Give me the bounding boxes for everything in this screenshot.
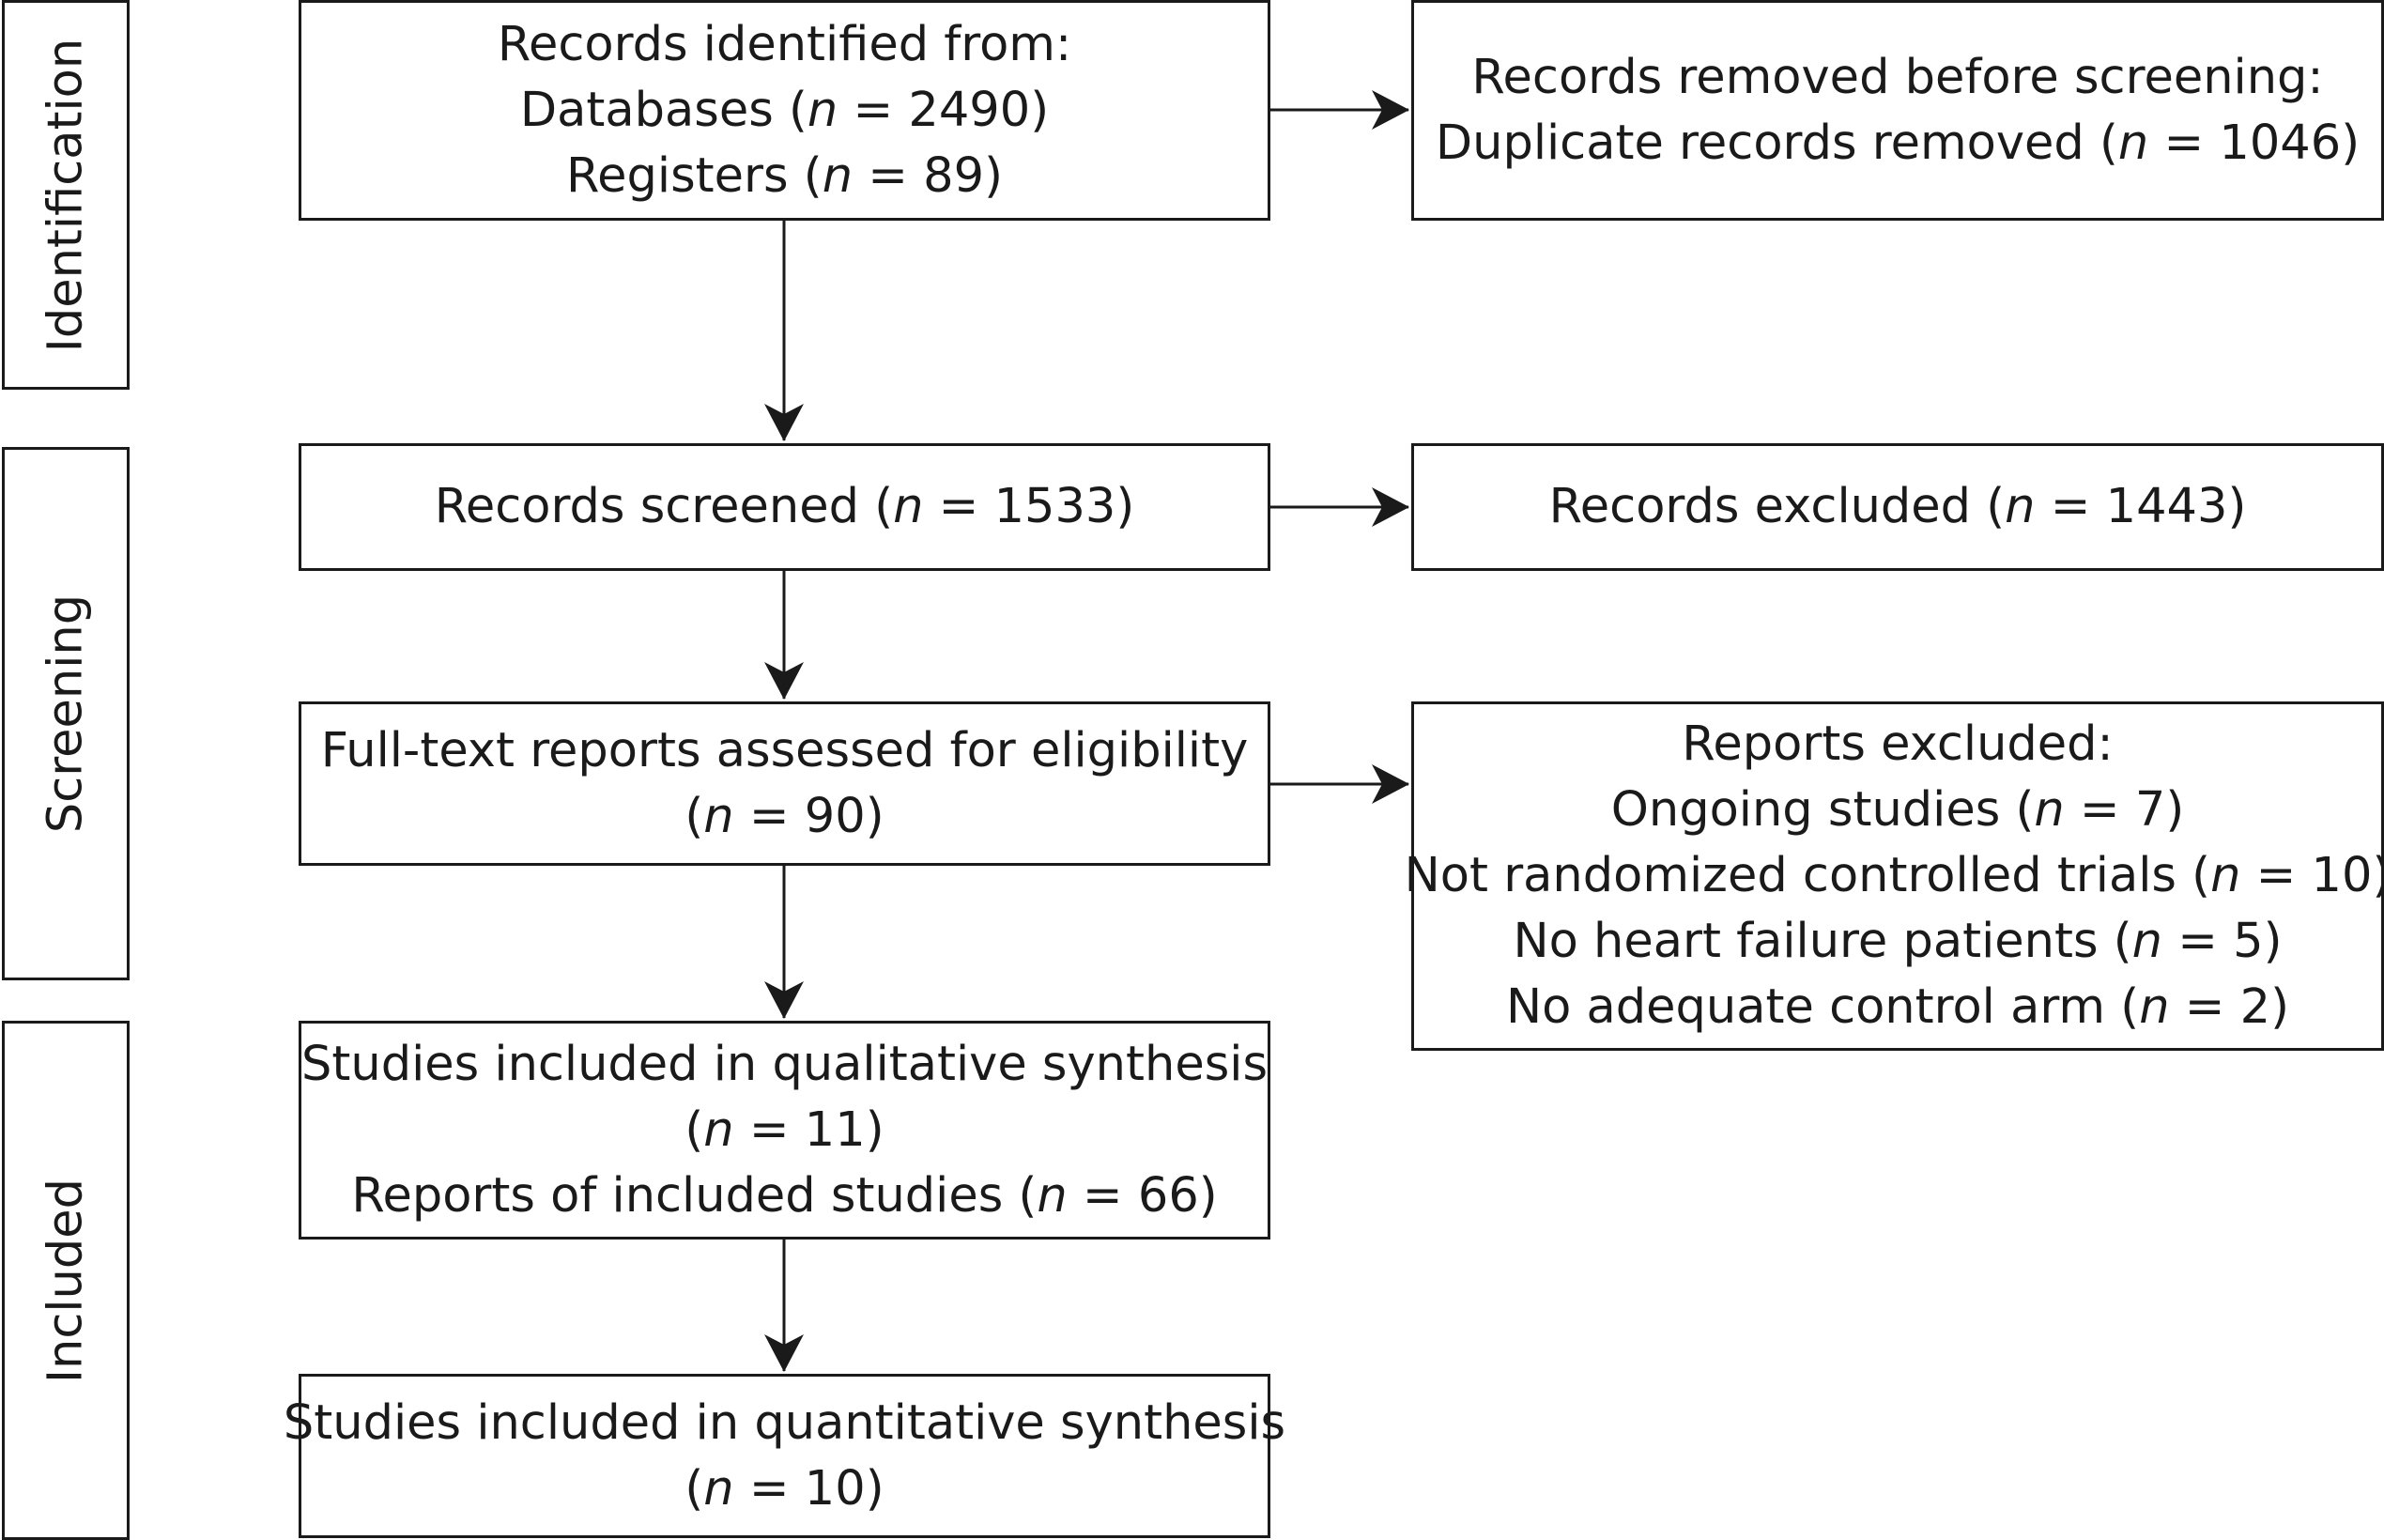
count-label: Reports of included studies — [351, 1167, 1019, 1224]
count-number: 2 — [2239, 979, 2271, 1035]
box-title: Studies included in qualitative synthesi… — [301, 1036, 1269, 1092]
count-label: Databases — [519, 82, 790, 138]
count-value: (n = 1046) — [2099, 115, 2361, 171]
count-value: (n = 2490) — [789, 82, 1050, 138]
box-count-line: No heart failure patients (n = 5) — [1513, 909, 2282, 975]
box-count-line: (n = 10) — [684, 1456, 884, 1522]
count-label: Records screened — [434, 479, 875, 534]
count-number: 2490 — [908, 82, 1031, 138]
records-excluded-box: Records excluded (n = 1443) — [1411, 443, 2384, 571]
count-label: Registers — [566, 147, 804, 204]
count-label: No heart failure patients — [1513, 914, 2114, 969]
box-title: Full-text reports assessed for eligibili… — [320, 722, 1249, 778]
count-value: (n = 1443) — [1986, 479, 2247, 534]
quantitative-synthesis-box: Studies included in quantitative synthes… — [284, 1374, 1285, 1538]
box-title: Records removed before screening: — [1471, 49, 2324, 105]
stage-included: Included — [2, 1021, 130, 1540]
count-value: (n = 7) — [2015, 782, 2185, 838]
arrowhead-down-3 — [764, 981, 804, 1019]
arrowhead-right-1 — [1372, 90, 1409, 130]
count-value: (n = 1533) — [874, 479, 1135, 534]
box-count-line: Reports of included studies (n = 66) — [351, 1163, 1217, 1229]
box-title: Reports excluded: — [1682, 716, 2114, 772]
count-number: 89 — [923, 147, 985, 204]
count-value: (n = 90) — [684, 788, 884, 844]
count-value: (n = 5) — [2113, 914, 2283, 969]
count-label: Ongoing studies — [1610, 782, 2016, 838]
count-number: 66 — [1137, 1167, 1199, 1224]
box-title: Studies included in quantitative synthes… — [283, 1394, 1286, 1451]
records-removed-box: Records removed before screening: Duplica… — [1411, 0, 2384, 221]
box-count-line: Records screened (n = 1533) — [435, 474, 1135, 540]
count-value: (n = 66) — [1018, 1167, 1218, 1224]
box-title: Records identified from: — [497, 16, 1072, 72]
count-label: Duplicate records removed — [1435, 115, 2100, 171]
box-count-line: Registers (n = 89) — [566, 144, 1003, 209]
reports-assessed-box: Full-text reports assessed for eligibili… — [299, 701, 1270, 866]
count-number: 1443 — [2105, 479, 2228, 534]
count-number: 10 — [804, 1460, 866, 1517]
box-count-line: Records excluded (n = 1443) — [1549, 474, 2247, 540]
count-value: (n = 2) — [2120, 979, 2290, 1035]
arrowhead-down-4 — [764, 1334, 804, 1372]
count-number: 5 — [2233, 914, 2264, 969]
count-number: 1046 — [2219, 115, 2342, 171]
count-value: (n = 10) — [684, 1460, 884, 1517]
count-number: 10 — [2311, 848, 2373, 903]
box-count-line: Databases (n = 2490) — [520, 78, 1049, 144]
count-number: 1533 — [993, 479, 1116, 534]
arrowhead-right-3 — [1372, 764, 1409, 804]
arrowhead-down-2 — [764, 662, 804, 700]
qualitative-synthesis-box: Studies included in qualitative synthesi… — [299, 1021, 1270, 1240]
box-count-line: (n = 90) — [684, 784, 884, 850]
count-label: No adequate control arm — [1505, 979, 2121, 1035]
box-count-line: No adequate control arm (n = 2) — [1506, 975, 2289, 1040]
count-value: (n = 11) — [684, 1101, 884, 1158]
stage-identification: Identification — [2, 0, 130, 390]
arrowhead-right-2 — [1372, 487, 1409, 527]
arrowhead-down-1 — [764, 404, 804, 441]
count-number: 11 — [804, 1101, 866, 1158]
count-label: Records excluded — [1548, 479, 1987, 534]
count-value: (n = 10) — [2192, 848, 2384, 903]
count-label: Not randomized controlled trials — [1404, 848, 2192, 903]
reports-excluded-box: Reports excluded: Ongoing studies (n = 7)… — [1405, 701, 2384, 1051]
count-value: (n = 89) — [803, 147, 1003, 204]
count-number: 90 — [804, 788, 866, 844]
box-count-line: Not randomized controlled trials (n = 10… — [1405, 843, 2384, 909]
records-identified-box: Records identified from: Databases (n = 2… — [299, 0, 1270, 221]
records-screened-box: Records screened (n = 1533) — [299, 443, 1270, 571]
box-count-line: Ongoing studies (n = 7) — [1611, 778, 2184, 843]
box-count-line: Duplicate records removed (n = 1046) — [1436, 111, 2360, 177]
box-count-line: (n = 11) — [684, 1098, 884, 1163]
stage-screening: Screening — [2, 447, 130, 980]
count-number: 7 — [2134, 782, 2166, 838]
